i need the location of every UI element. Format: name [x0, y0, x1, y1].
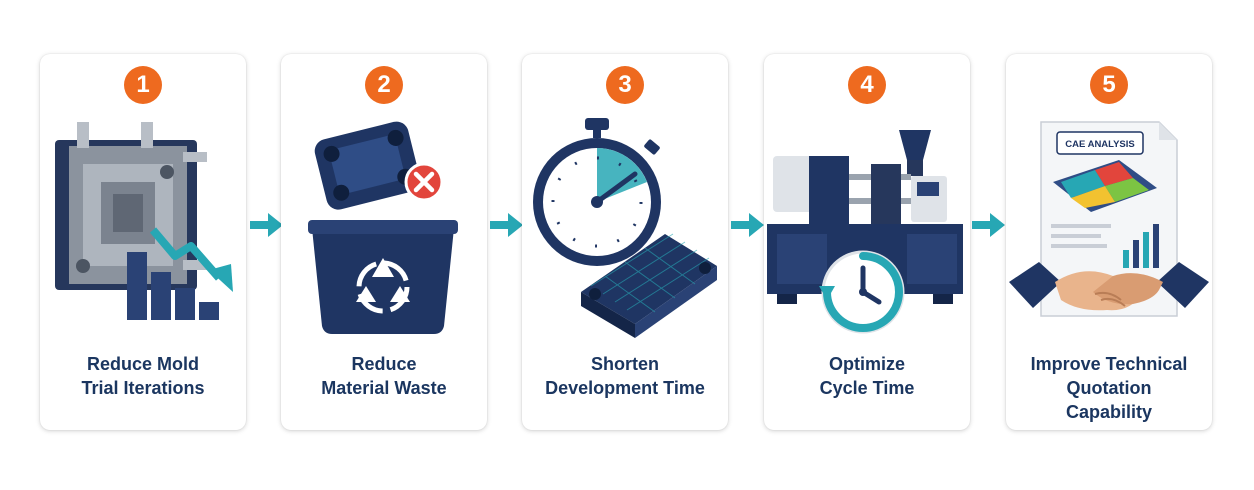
clock-cycle-icon [819, 250, 905, 334]
part-icon [314, 121, 421, 210]
recycle-icon [356, 258, 410, 314]
step-number-badge: 1 [124, 66, 162, 104]
x-mark-icon [404, 162, 444, 202]
arrow-right-icon [731, 213, 764, 237]
handshake-icon [1009, 262, 1209, 311]
step-label: Optimize Cycle Time [819, 354, 915, 398]
step-card-4: 4 Optimize Cycle Time [764, 54, 970, 430]
step-card-5: 5 CAE ANALYSIS Improve Tec [1006, 54, 1212, 430]
step-number-badge: 4 [848, 66, 886, 104]
mold-icon [55, 122, 207, 290]
step-label: Shorten Development Time [545, 354, 705, 398]
step-number-badge: 5 [1090, 66, 1128, 104]
step-label: Reduce Material Waste [321, 354, 447, 398]
mesh-part-icon [581, 233, 717, 338]
report-heading: CAE ANALYSIS [1065, 139, 1135, 150]
step-label: Improve Technical Quotation Capability [1030, 354, 1188, 422]
trend-arrow-down-icon [149, 227, 233, 292]
step-card-2: 2 Reduce Material Waste [281, 54, 487, 430]
step-card-3: 3 Shorten Development Time [522, 54, 728, 430]
arrow-right-icon [490, 213, 523, 237]
step-number-badge: 2 [365, 66, 403, 104]
mold-illustration [55, 122, 233, 320]
cycle-time-illustration [767, 130, 963, 334]
stopwatch-icon [533, 118, 661, 266]
development-time-illustration [533, 118, 717, 338]
arrow-right-icon [250, 213, 283, 237]
bar-chart-down-icon [127, 252, 219, 320]
step-card-1: 1 Reduce Mold Trial Iterations [40, 54, 246, 430]
quotation-illustration: CAE ANALYSIS [1009, 121, 1209, 317]
report-icon: CAE ANALYSIS [1040, 121, 1178, 317]
arrow-right-icon [972, 213, 1005, 237]
waste-illustration [308, 121, 458, 334]
step-number-badge: 3 [606, 66, 644, 104]
step-label: Reduce Mold Trial Iterations [81, 354, 205, 398]
bin-icon [308, 220, 458, 334]
